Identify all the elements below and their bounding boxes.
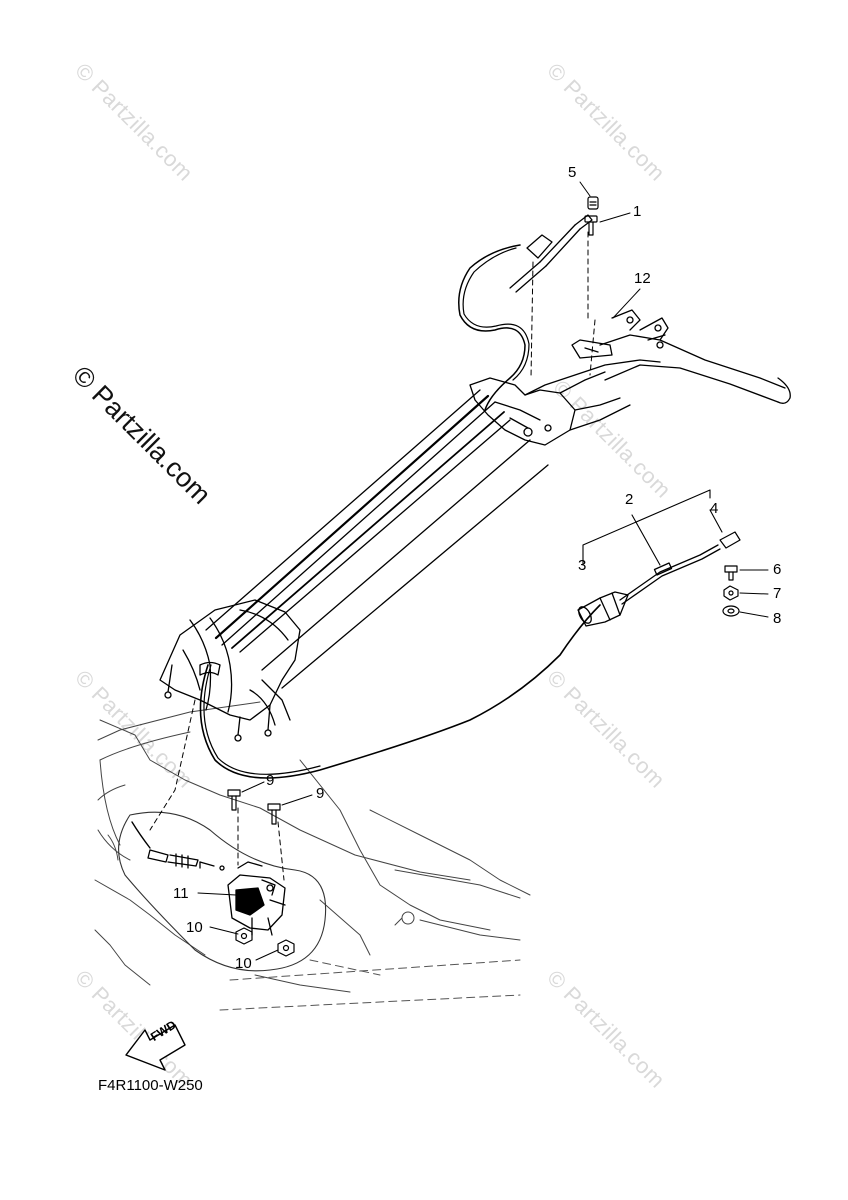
part-1-bolt (584, 215, 598, 236)
callout-9-b[interactable]: 9 (316, 785, 325, 802)
part-9-bolt-a (227, 789, 241, 811)
callout-4[interactable]: 4 (710, 500, 719, 517)
callout-1[interactable]: 1 (633, 203, 642, 220)
upper-cable-end (509, 214, 593, 293)
upper-head (469, 359, 661, 446)
callout-bracket-2-3-4 (582, 489, 723, 566)
part-4-adjuster (719, 531, 741, 549)
part-6-bolt (724, 565, 738, 581)
throttle-cable-lower (199, 604, 601, 779)
part-2-inner-cable (619, 544, 721, 605)
leader-lines (197, 181, 769, 961)
callout-8[interactable]: 8 (773, 610, 782, 627)
steering-column (205, 389, 549, 689)
cable-to-throttle (131, 821, 151, 849)
hull-outline (94, 701, 531, 993)
hull-dashed-lines (219, 959, 521, 1011)
callout-10-b[interactable]: 10 (235, 955, 252, 972)
part-5-adjuster (587, 196, 599, 210)
lower-mount (159, 599, 301, 742)
callout-12[interactable]: 12 (634, 270, 651, 287)
callout-6[interactable]: 6 (773, 561, 782, 578)
callout-3[interactable]: 3 (578, 557, 587, 574)
callout-9-a[interactable]: 9 (266, 772, 275, 789)
fwd-arrow (125, 1024, 186, 1071)
throttle-cable-fitting (147, 849, 225, 871)
part-9-bolt-b (267, 803, 281, 825)
part-10-nut-b (277, 939, 295, 957)
throttle-cable-upper (458, 244, 526, 411)
part-7-nut (723, 585, 739, 601)
callout-2[interactable]: 2 (625, 491, 634, 508)
part-10-nut-a (235, 927, 253, 945)
callout-10-a[interactable]: 10 (186, 919, 203, 936)
callout-7[interactable]: 7 (773, 585, 782, 602)
callout-5[interactable]: 5 (568, 164, 577, 181)
throttle-area-outline (118, 811, 327, 972)
alignment-dashes (149, 231, 596, 881)
diagram-code: F4R1100-W250 (98, 1077, 203, 1094)
part-11-throttle-assembly (227, 861, 286, 936)
part-3-outer-cable (577, 591, 629, 627)
part-8-washer (722, 605, 740, 617)
callout-11[interactable]: 11 (173, 885, 189, 902)
handlebar (571, 309, 791, 404)
